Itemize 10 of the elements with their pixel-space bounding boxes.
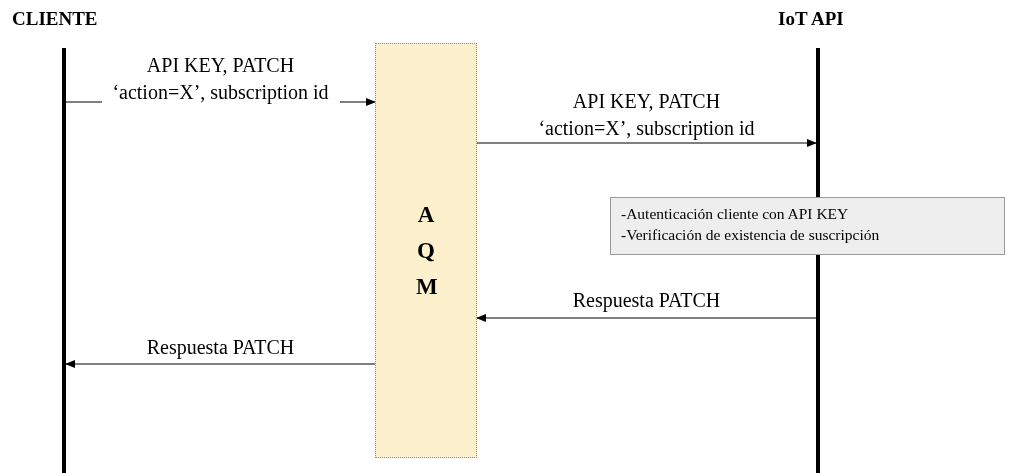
note-box <box>610 197 1005 255</box>
arrow <box>65 360 376 368</box>
activation-box <box>375 43 477 458</box>
note-text: -Verificación de existencia de suscripción <box>621 225 881 245</box>
activation-label: A Q M <box>416 200 436 301</box>
arrow <box>476 139 817 147</box>
lifeline-header: CLIENTE <box>12 8 98 30</box>
note-text: -Autenticación cliente con API KEY <box>621 204 850 224</box>
lifeline-header: IoT API <box>778 8 844 30</box>
arrow <box>476 314 817 322</box>
